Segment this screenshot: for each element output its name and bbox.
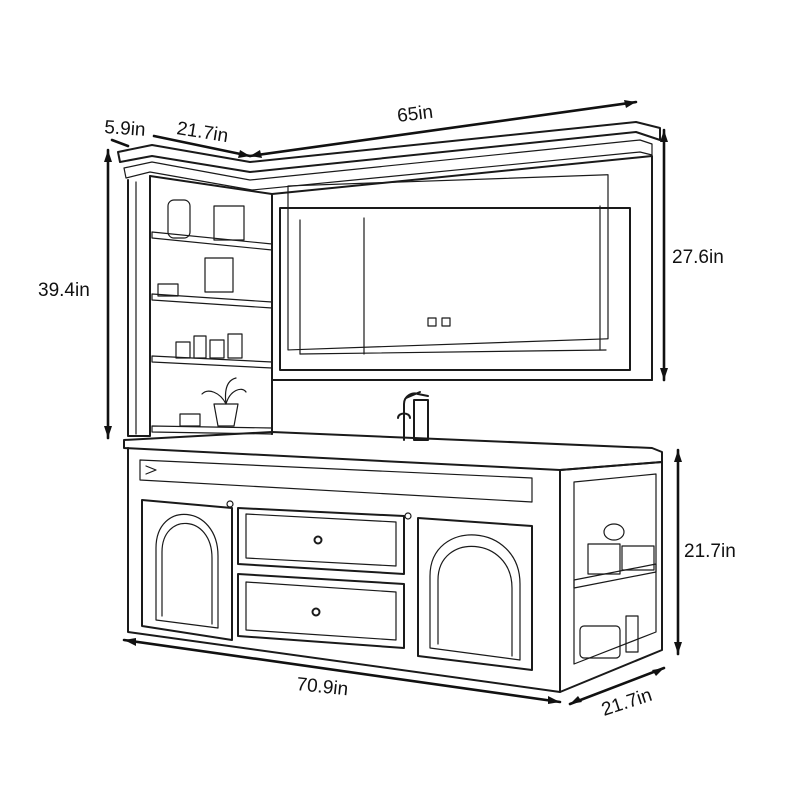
dim-line-side-depth — [110, 138, 130, 148]
mirror-outer-frame — [279, 207, 631, 371]
faucet-body — [413, 399, 429, 441]
dim-arrow — [674, 642, 682, 654]
side-shelf-opening — [573, 473, 657, 665]
dim-line-base-width — [122, 638, 562, 704]
vase-decor — [167, 199, 191, 239]
canister-decor — [213, 205, 245, 241]
right-door-arch-inner — [437, 545, 513, 657]
side-shelves — [573, 473, 657, 665]
dim-arrow — [570, 696, 582, 704]
backsplash — [271, 379, 653, 435]
dimension-labels: 5.9in 21.7in 65in 39.4in 27.6in 21.7in 7… — [38, 102, 736, 721]
dim-arrow — [104, 150, 112, 162]
right-door-knob — [404, 512, 412, 520]
side-decor-box — [587, 543, 621, 575]
dim-arrow — [548, 696, 560, 704]
light-button — [441, 317, 451, 327]
side-shelf-board — [573, 563, 657, 589]
label-side-depth-top: 5.9in — [104, 117, 147, 141]
dim-arrow — [652, 668, 664, 676]
right-door-frame — [417, 517, 533, 671]
side-decor-ball — [603, 523, 625, 541]
dim-arrow — [674, 450, 682, 462]
dim-arrow — [104, 426, 112, 438]
label-mirror-height: 27.6in — [672, 247, 724, 268]
shelf-2 — [151, 293, 273, 309]
tower-left-post — [127, 175, 151, 437]
countertop — [123, 431, 663, 471]
dim-arrow — [124, 638, 136, 646]
drawer-bottom-knob — [311, 607, 321, 617]
mirror-cabinet-frame — [271, 155, 653, 381]
tower-shelves — [151, 231, 273, 435]
right-door-arch — [429, 534, 521, 661]
photo-frame-decor — [204, 257, 234, 293]
drawer-bottom-panel — [245, 581, 397, 641]
mirror-led-bottom — [299, 349, 607, 355]
vanity-side — [559, 461, 663, 693]
side-decor-bin — [579, 625, 621, 659]
left-door — [141, 499, 234, 641]
dim-line-side-width — [152, 134, 252, 158]
faucet-handle — [405, 391, 421, 399]
left-door-arch-inner — [161, 522, 213, 625]
shelf-1 — [151, 231, 273, 251]
drawer-top-panel — [245, 513, 397, 567]
label-base-height: 21.7in — [684, 541, 736, 562]
base-vanity — [123, 431, 663, 693]
faucet-spout — [403, 392, 429, 441]
left-door-knob — [226, 500, 234, 508]
side-decor-basket — [621, 545, 655, 571]
shelf-decor — [157, 199, 247, 427]
top-rail — [139, 459, 533, 503]
backsplash-area — [271, 379, 653, 441]
power-button — [427, 317, 437, 327]
drawer-top — [237, 507, 405, 575]
vanity-front — [127, 447, 561, 693]
dim-arrow — [250, 150, 262, 158]
label-tower-height: 39.4in — [38, 280, 90, 301]
box-decor — [157, 283, 179, 297]
dim-arrow — [660, 368, 668, 380]
label-top-width: 65in — [396, 102, 434, 127]
dim-arrow — [238, 150, 250, 158]
bottle-decor-1 — [175, 341, 191, 359]
bottle-decor-3 — [209, 339, 225, 359]
plant-pot-decor — [213, 403, 239, 427]
plant-leaves-decor — [201, 377, 247, 405]
left-door-arch — [155, 513, 219, 629]
left-door-frame — [141, 499, 233, 641]
dim-line-base-depth — [568, 666, 666, 706]
drawers — [237, 507, 405, 649]
faucet-neck — [397, 412, 411, 419]
dim-line-top-width — [248, 100, 638, 158]
label-base-width: 70.9in — [295, 674, 349, 700]
bottle-decor-4 — [227, 333, 243, 359]
drawer-top-knob — [313, 535, 323, 545]
mirror-glass — [287, 174, 609, 351]
shelf-3 — [151, 355, 273, 369]
upper-cabinet — [117, 121, 661, 437]
side-decor-bottle — [625, 615, 639, 653]
bottle-decor-2 — [193, 335, 207, 359]
rail-edge — [145, 465, 157, 475]
tray-decor — [179, 413, 201, 427]
drawer-bottom — [237, 573, 405, 649]
dimension-lines — [104, 100, 682, 706]
crown-molding — [117, 121, 661, 173]
dim-arrow — [660, 130, 668, 142]
dim-arrow — [624, 100, 636, 108]
right-door — [404, 512, 533, 671]
